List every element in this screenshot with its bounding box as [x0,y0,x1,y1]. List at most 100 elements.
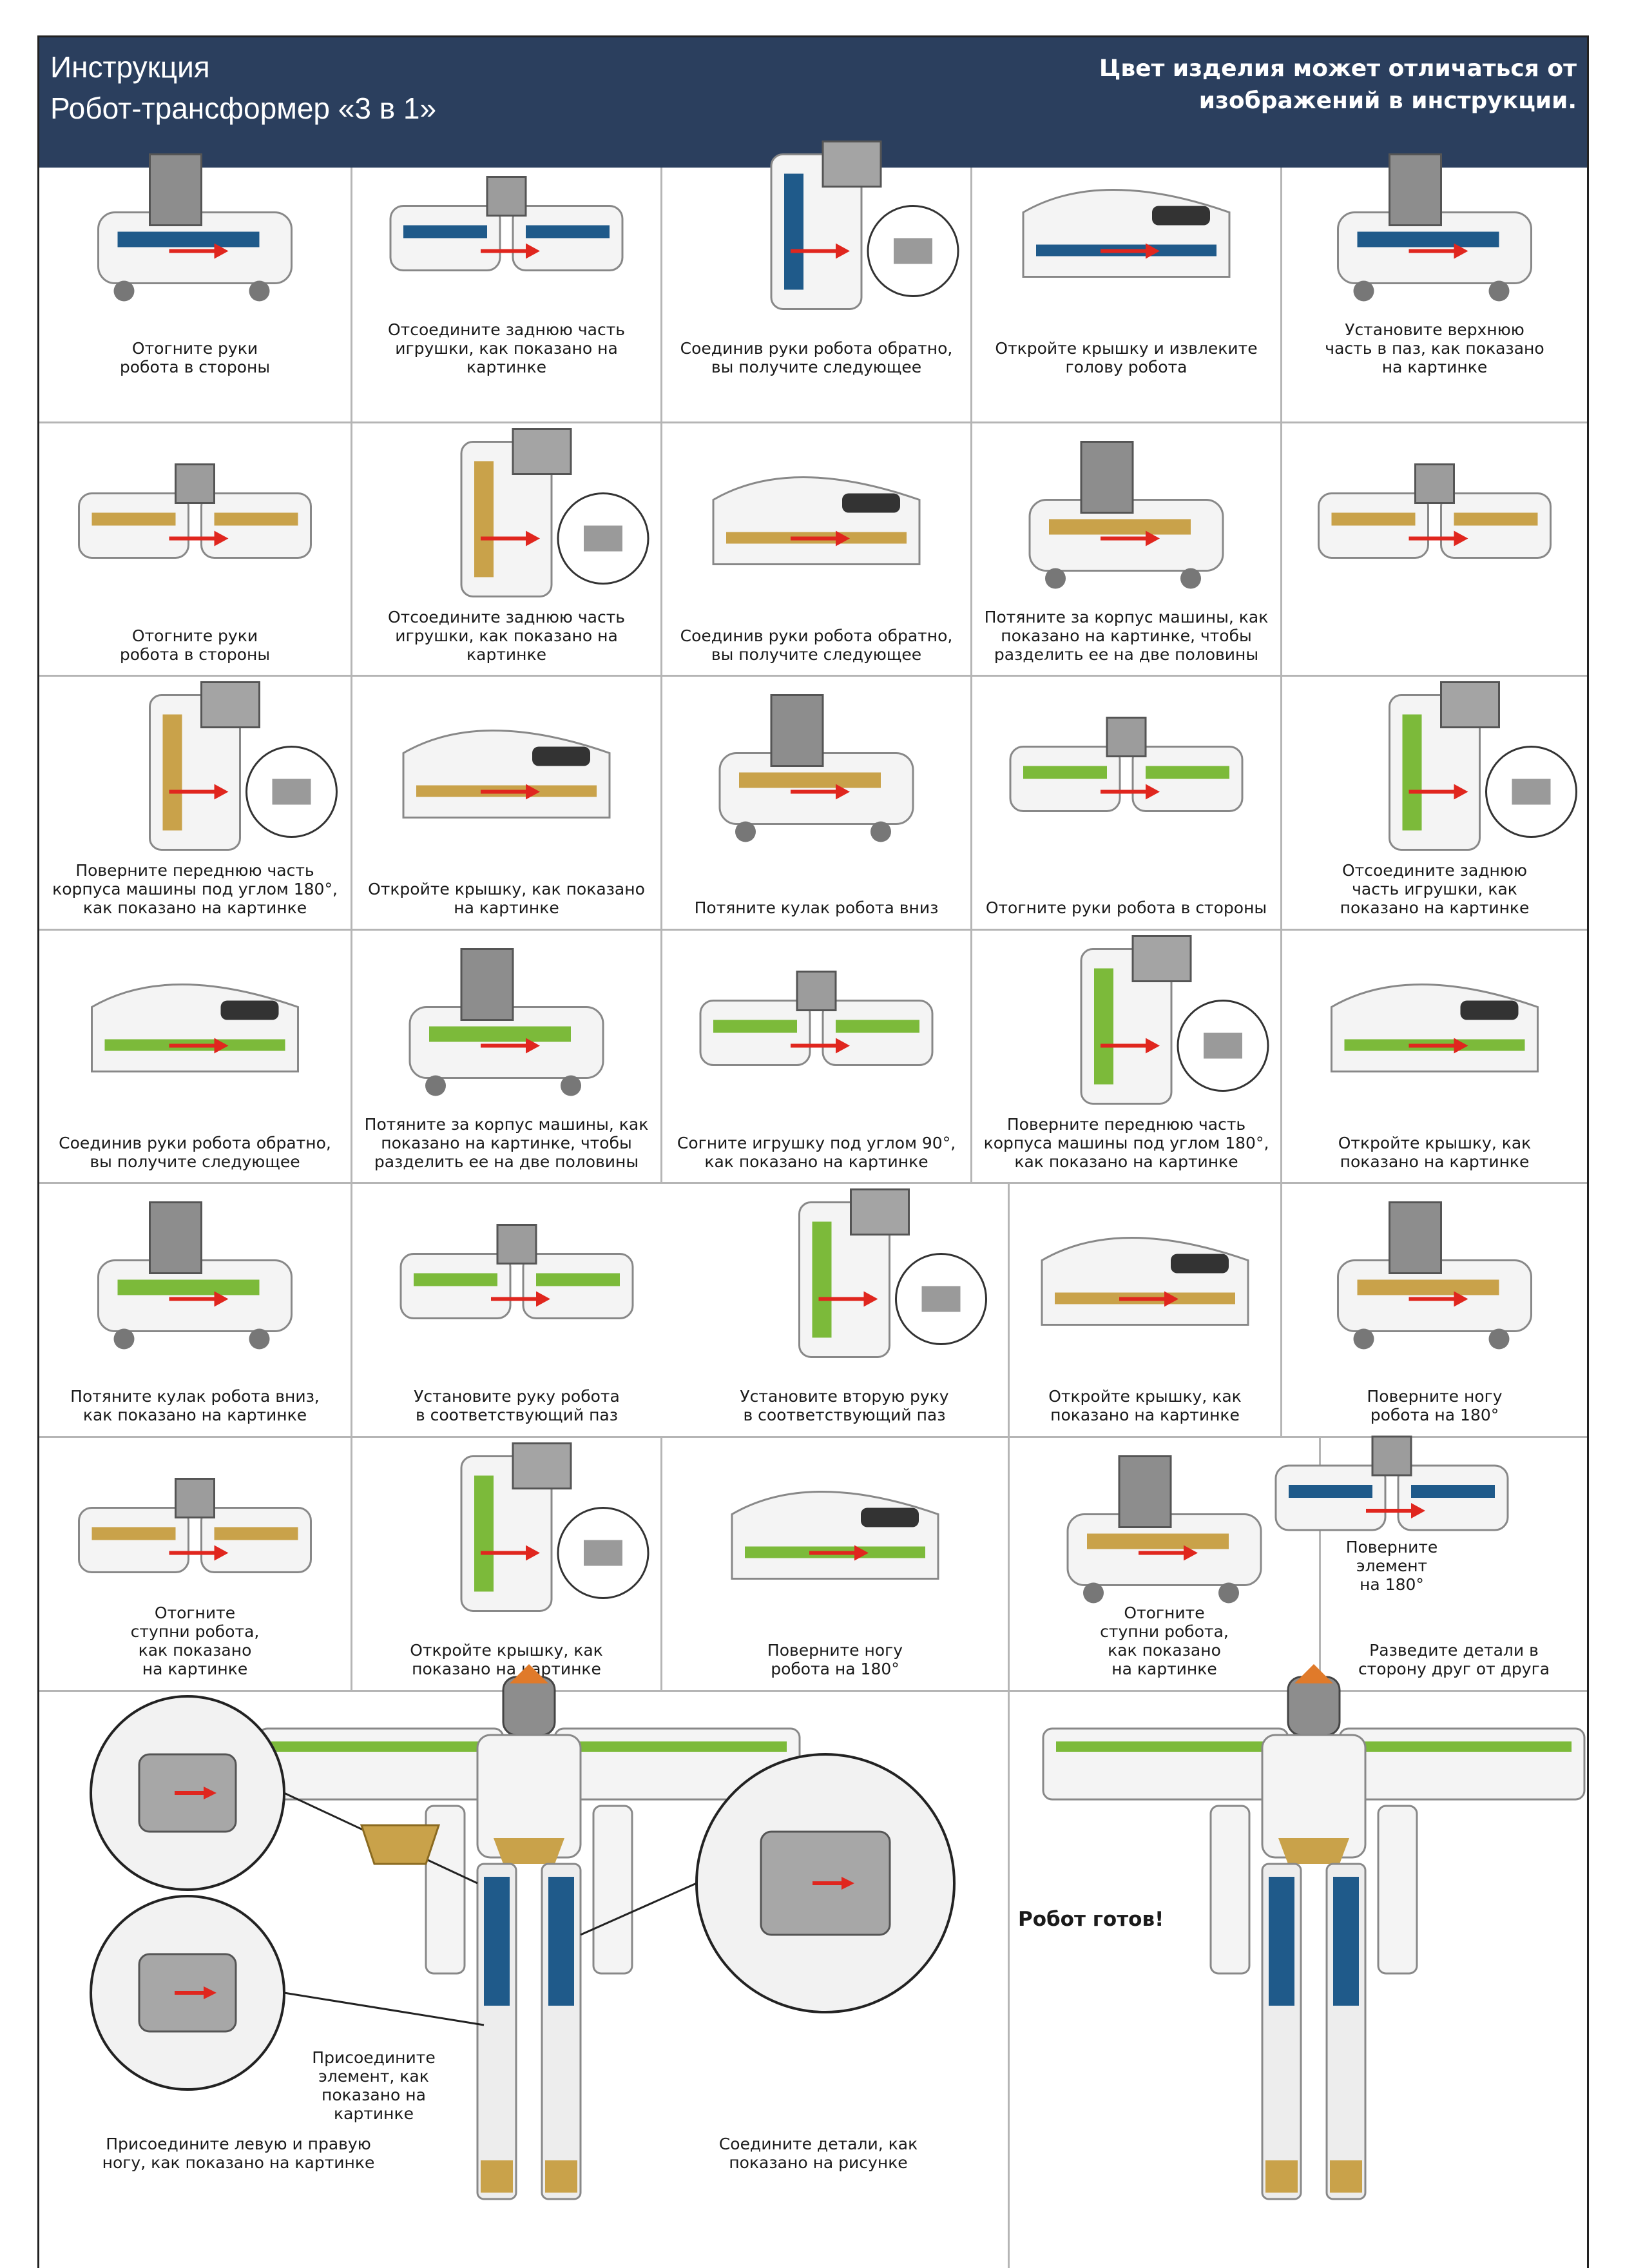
step-caption: Потяните за корпус машины, как показано … [364,1115,649,1171]
wheel [735,821,756,842]
wheel [425,1075,446,1096]
step-illustration [399,1224,634,1319]
toy-illustration [1337,153,1532,302]
step-illustration [78,1478,312,1573]
step-cell: Соединив руки робота обратно, вы получит… [662,132,970,384]
foot-plate [481,2160,513,2193]
red-arrow-icon [791,243,850,259]
red-arrow-icon [481,243,540,259]
joint-block [175,463,215,504]
step-caption: Установите вторую руку в соответствующий… [740,1387,949,1424]
step-illustration [1028,441,1224,589]
red-arrow-icon [812,1877,854,1890]
train-nose [91,984,299,1072]
body-stripe [162,714,182,831]
foot-plate [545,2160,577,2193]
step-cell: Отогните ступни робота, как показано на … [39,1434,351,1686]
foot-plate [1265,2160,1298,2193]
belt-buckle [1278,1838,1349,1864]
zoom-part [1204,1032,1242,1059]
robot-head [502,1676,556,1736]
instruction-sheet: Инструкция Робот-трансформер «3 в 1» Цве… [37,35,1589,2268]
step-cell: Поверните ногу робота на 180° [662,1434,1008,1686]
toy-illustration [1022,189,1231,278]
grid-line [1008,1690,1010,2268]
step-illustration [460,1442,649,1612]
attach-element-caption: Присоедините элемент, как показано на ка… [312,2048,436,2123]
step-illustration [1041,1237,1249,1326]
step-illustration [1274,1435,1509,1531]
grid-line [39,1690,1587,1692]
foot-plate [1330,2160,1362,2193]
toy-illustration [460,428,649,597]
red-arrow-icon [169,1545,229,1561]
head-crest [510,1664,548,1683]
step-caption: Потяните кулак робота вниз, как показано… [70,1387,320,1424]
wheel [113,1328,135,1350]
grid-line [351,168,352,1182]
toy-illustration [97,153,293,302]
toy-illustration [798,1188,987,1358]
body-stripe [526,225,610,238]
step-illustration [718,694,914,842]
instruction-title: Инструкция [50,50,210,84]
train-nose [402,730,611,819]
wheel [870,821,891,842]
zoom-part [272,779,311,805]
step-cell: Потяните за корпус машины, как показано … [972,420,1280,672]
step-cell: Откройте крышку, как показано на картинк… [1010,1180,1280,1432]
wheel [1218,1582,1239,1604]
leg-stripe [484,1877,510,2006]
toy-illustration [97,1201,293,1350]
toy-illustration [1028,441,1224,589]
assembly-robot [257,1664,801,2200]
body-stripe [474,461,494,577]
robot-arm [460,948,514,1021]
step-caption: Поверните ногу робота на 180° [767,1641,903,1678]
body-stripe [1411,1485,1495,1498]
train-nose [712,476,921,565]
step-caption: Установите руку робота в соответствующий… [414,1387,620,1424]
step-caption: Отсоедините заднюю часть игрушки, как по… [1340,861,1530,917]
wheel [1353,280,1374,302]
callout-line [580,1882,697,1936]
joint-block [486,176,527,217]
wing-stripe [568,1741,787,1752]
step-illustration [1331,984,1539,1072]
step-caption: Установите верхнюю часть в паз, как пока… [1325,320,1544,376]
body-stripe [414,1273,497,1286]
wheel [113,280,135,302]
windshield [861,1507,919,1527]
step-cell: Разведите детали в сторону друг от друга [1321,1602,1587,1686]
step-illustration [1022,189,1231,278]
wheel [1488,1328,1510,1350]
body-stripe [739,772,881,788]
body-stripe [91,512,176,526]
toy-illustration [718,694,914,842]
step-cell: Потяните за корпус машины, как показано … [352,927,660,1179]
step-cell: Соединив руки робота обратно, вы получит… [39,927,351,1179]
step-illustration [1337,1201,1532,1350]
step-caption: Согните игрушку под углом 90°, как показ… [677,1134,956,1171]
body-stripe [1331,512,1416,526]
robot-arm [1389,153,1442,226]
body-stripe [474,1475,494,1592]
step-illustration [97,1201,293,1350]
joint-block [796,971,837,1011]
red-arrow-icon [481,1038,540,1054]
toy-illustration [1337,1201,1532,1350]
body-stripe [1357,231,1499,247]
joint-block [822,141,882,188]
train-nose [1022,189,1231,278]
robot-arm [149,1201,202,1274]
body-stripe [1146,766,1229,779]
product-title: Робот-трансформер «3 в 1» [50,92,437,125]
windshield [532,746,590,766]
joint-block [512,428,572,475]
joint-block [1106,717,1147,757]
body-stripe [713,1020,797,1033]
windshield [1460,1000,1519,1020]
step-cell: Поверните переднюю часть корпуса машины … [972,927,1280,1179]
step-cell: Установите верхнюю часть в паз, как пока… [1282,132,1587,384]
step-illustration [798,1188,987,1358]
